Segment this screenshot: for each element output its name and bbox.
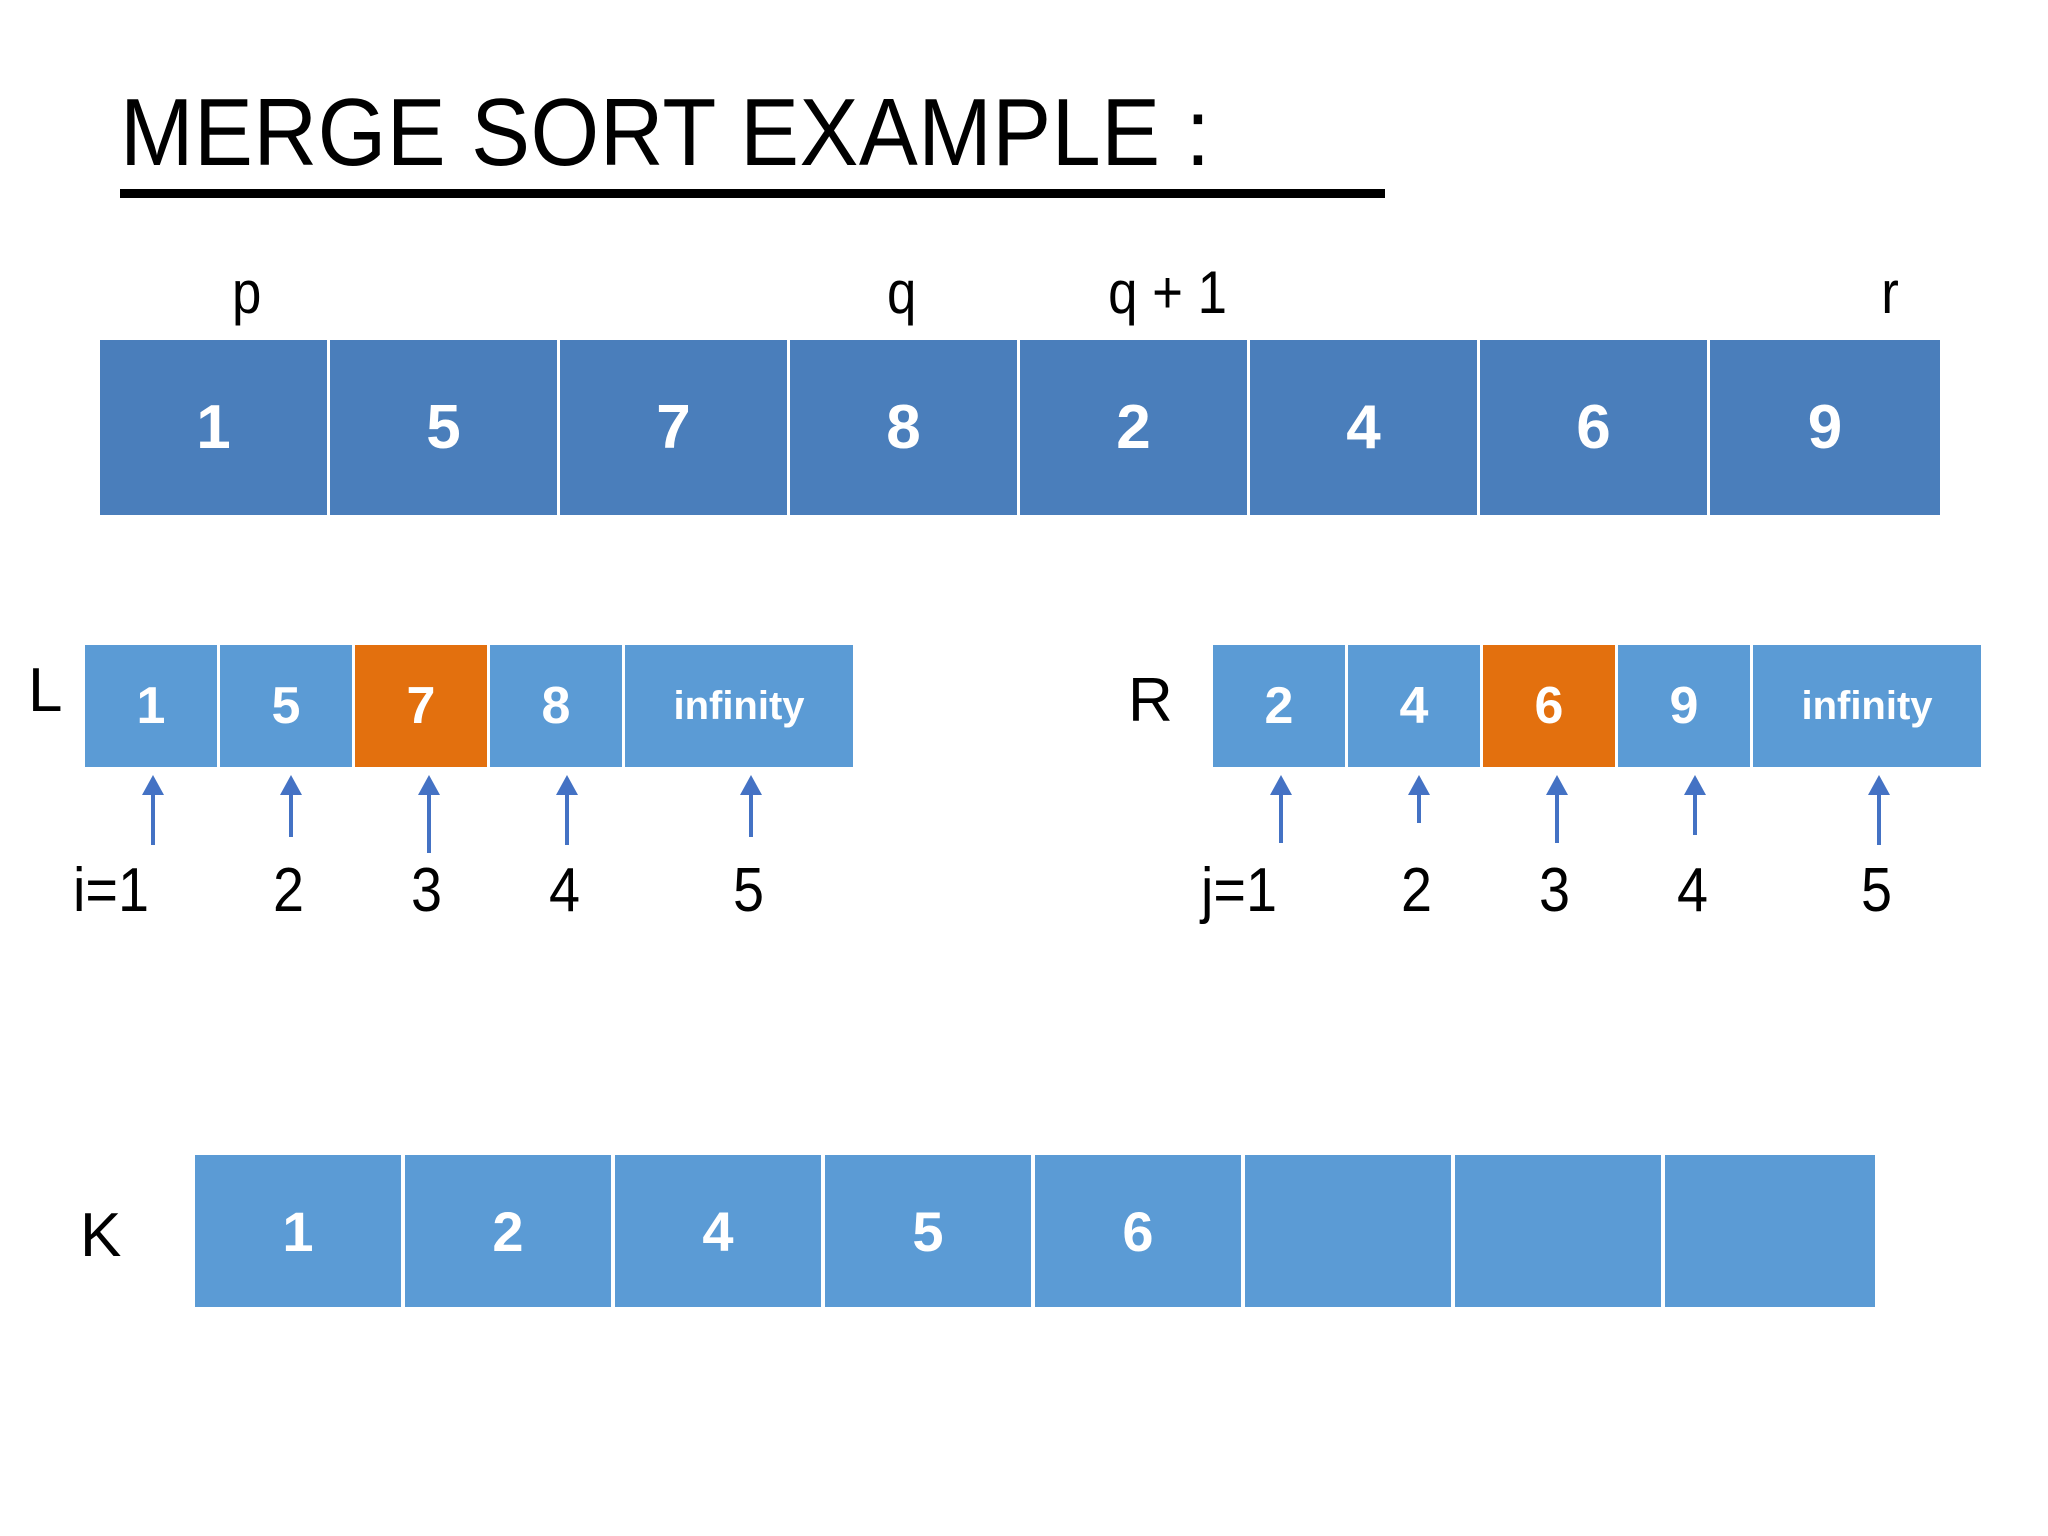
left-array-label: L xyxy=(28,656,63,725)
left-subarray-cell: 1 xyxy=(85,645,220,767)
merged-array-cell: 4 xyxy=(615,1155,825,1307)
left-arrow xyxy=(288,789,293,837)
array-marker-q1: q + 1 xyxy=(1108,259,1228,326)
right-subarray-cell: 6 xyxy=(1483,645,1618,767)
left-arrow xyxy=(564,789,569,845)
page-title: MERGE SORT EXAMPLE : xyxy=(120,85,1420,198)
merged-array-cell xyxy=(1245,1155,1455,1307)
right-subarray-cell: 9 xyxy=(1618,645,1753,767)
source-array-cell: 8 xyxy=(790,340,1020,515)
left-index-label: 4 xyxy=(548,856,580,925)
merged-array-cell: 2 xyxy=(405,1155,615,1307)
right-arrowhead-icon xyxy=(1545,775,1568,795)
right-arrowhead-icon xyxy=(1683,775,1706,795)
right-arrowhead-icon xyxy=(1868,775,1890,795)
page-title-text: MERGE SORT EXAMPLE : xyxy=(120,79,1211,186)
array-marker-q: q xyxy=(887,259,917,326)
right-index-label: 4 xyxy=(1676,856,1708,925)
left-arrowhead-icon xyxy=(279,775,302,795)
merged-array-cell: 5 xyxy=(825,1155,1035,1307)
right-index-label: 5 xyxy=(1861,856,1893,925)
left-arrow xyxy=(426,789,431,853)
right-arrowhead-icon xyxy=(1269,775,1292,795)
left-subarray-cell: 5 xyxy=(220,645,355,767)
merged-array-cell: 6 xyxy=(1035,1155,1245,1307)
merged-array-cell xyxy=(1665,1155,1875,1307)
merged-array-cell: 1 xyxy=(195,1155,405,1307)
title-underline xyxy=(120,189,1385,198)
left-arrow xyxy=(749,789,753,837)
right-arrow xyxy=(1554,789,1559,843)
right-subarray-cell: 4 xyxy=(1348,645,1483,767)
left-index-label: 5 xyxy=(733,856,765,925)
right-arrow xyxy=(1416,789,1421,823)
right-arrow xyxy=(1692,789,1697,835)
left-index-label: 3 xyxy=(410,856,442,925)
left-arrowhead-icon xyxy=(141,775,164,795)
right-index-label: 3 xyxy=(1538,856,1570,925)
right-array-label: R xyxy=(1128,666,1173,735)
merged-array-label: K xyxy=(80,1201,122,1270)
left-arrowhead-icon xyxy=(555,775,578,795)
left-arrow xyxy=(150,789,155,845)
left-index-label: i=1 xyxy=(72,856,149,925)
left-arrowhead-icon xyxy=(740,775,762,795)
right-arrowhead-icon xyxy=(1407,775,1430,795)
right-index-label: j=1 xyxy=(1200,856,1277,925)
array-marker-p: p xyxy=(232,259,262,326)
left-subarray-cell: infinity xyxy=(625,645,853,767)
left-subarray-cell: 7 xyxy=(355,645,490,767)
source-array-cell: 9 xyxy=(1710,340,1940,515)
left-arrowhead-icon xyxy=(417,775,440,795)
left-subarray-cell: 8 xyxy=(490,645,625,767)
left-index-label: 2 xyxy=(272,856,304,925)
source-array-cell: 4 xyxy=(1250,340,1480,515)
source-array-cell: 6 xyxy=(1480,340,1710,515)
source-array-cell: 2 xyxy=(1020,340,1250,515)
source-array-cell: 5 xyxy=(330,340,560,515)
right-subarray-cell: infinity xyxy=(1753,645,1981,767)
right-subarray-cell: 2 xyxy=(1213,645,1348,767)
merged-array-cell xyxy=(1455,1155,1665,1307)
array-marker-r: r xyxy=(1881,259,1899,326)
right-arrow xyxy=(1877,789,1881,845)
right-index-label: 2 xyxy=(1400,856,1432,925)
right-arrow xyxy=(1278,789,1283,843)
source-array-cell: 7 xyxy=(560,340,790,515)
source-array-cell: 1 xyxy=(100,340,330,515)
